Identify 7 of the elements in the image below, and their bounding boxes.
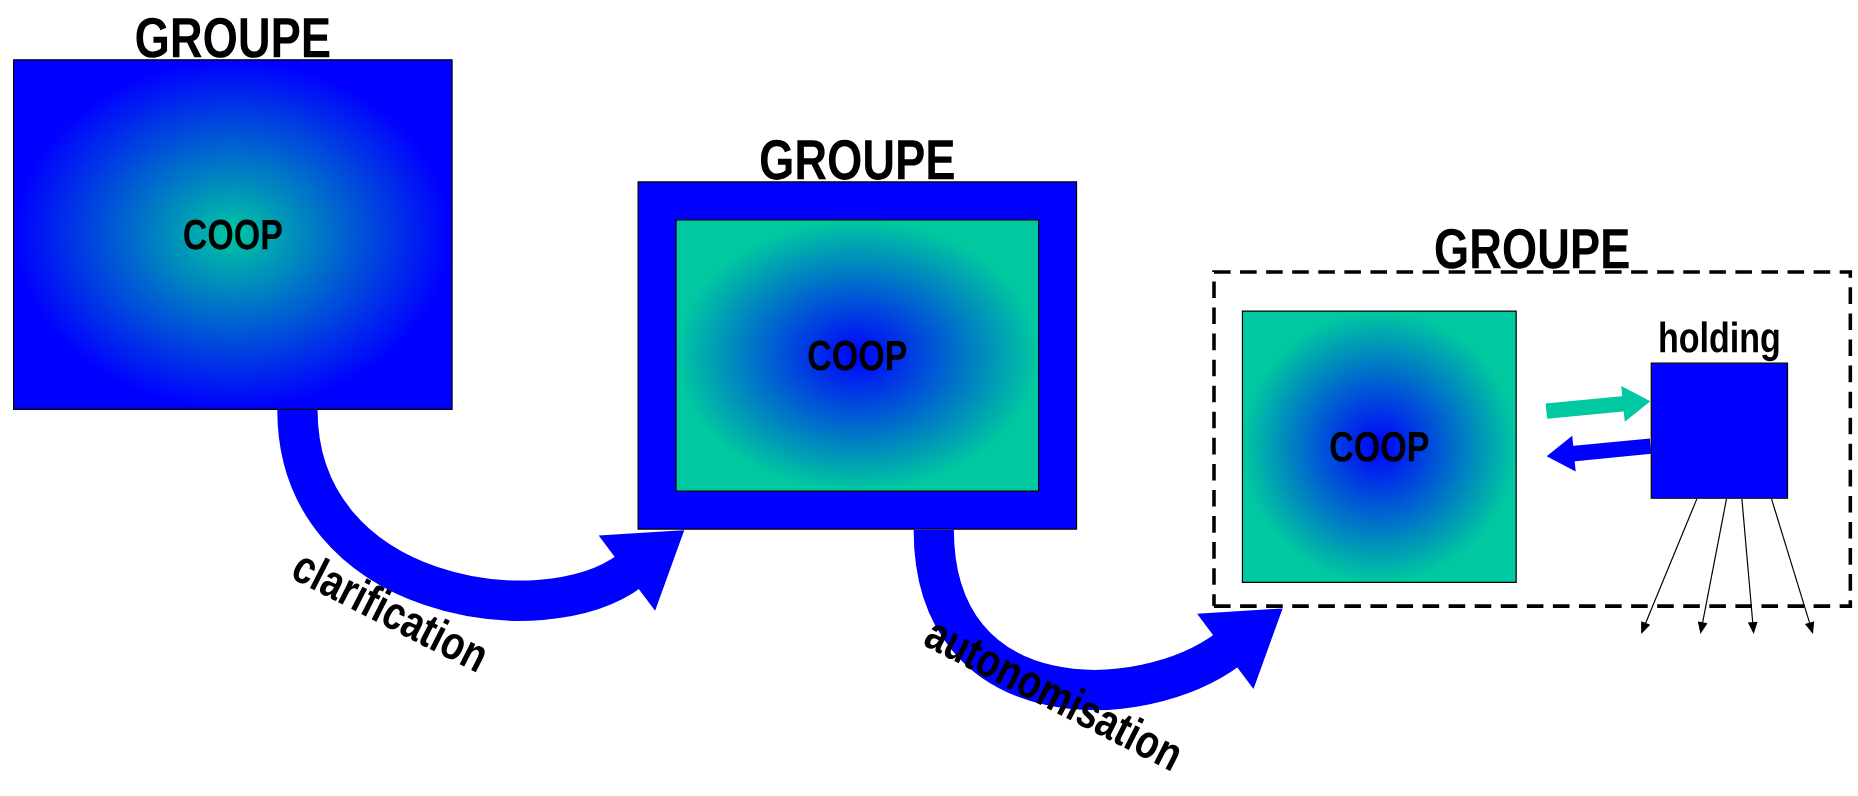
heading: GROUPE xyxy=(1435,228,1629,269)
heading: GROUPE xyxy=(760,139,954,180)
heading: GROUPE xyxy=(136,17,330,58)
group-box: COOP xyxy=(13,59,453,410)
coop-box: COOP xyxy=(675,219,1040,492)
coop-box: COOP xyxy=(1241,310,1517,583)
heading: holding xyxy=(1660,321,1779,362)
